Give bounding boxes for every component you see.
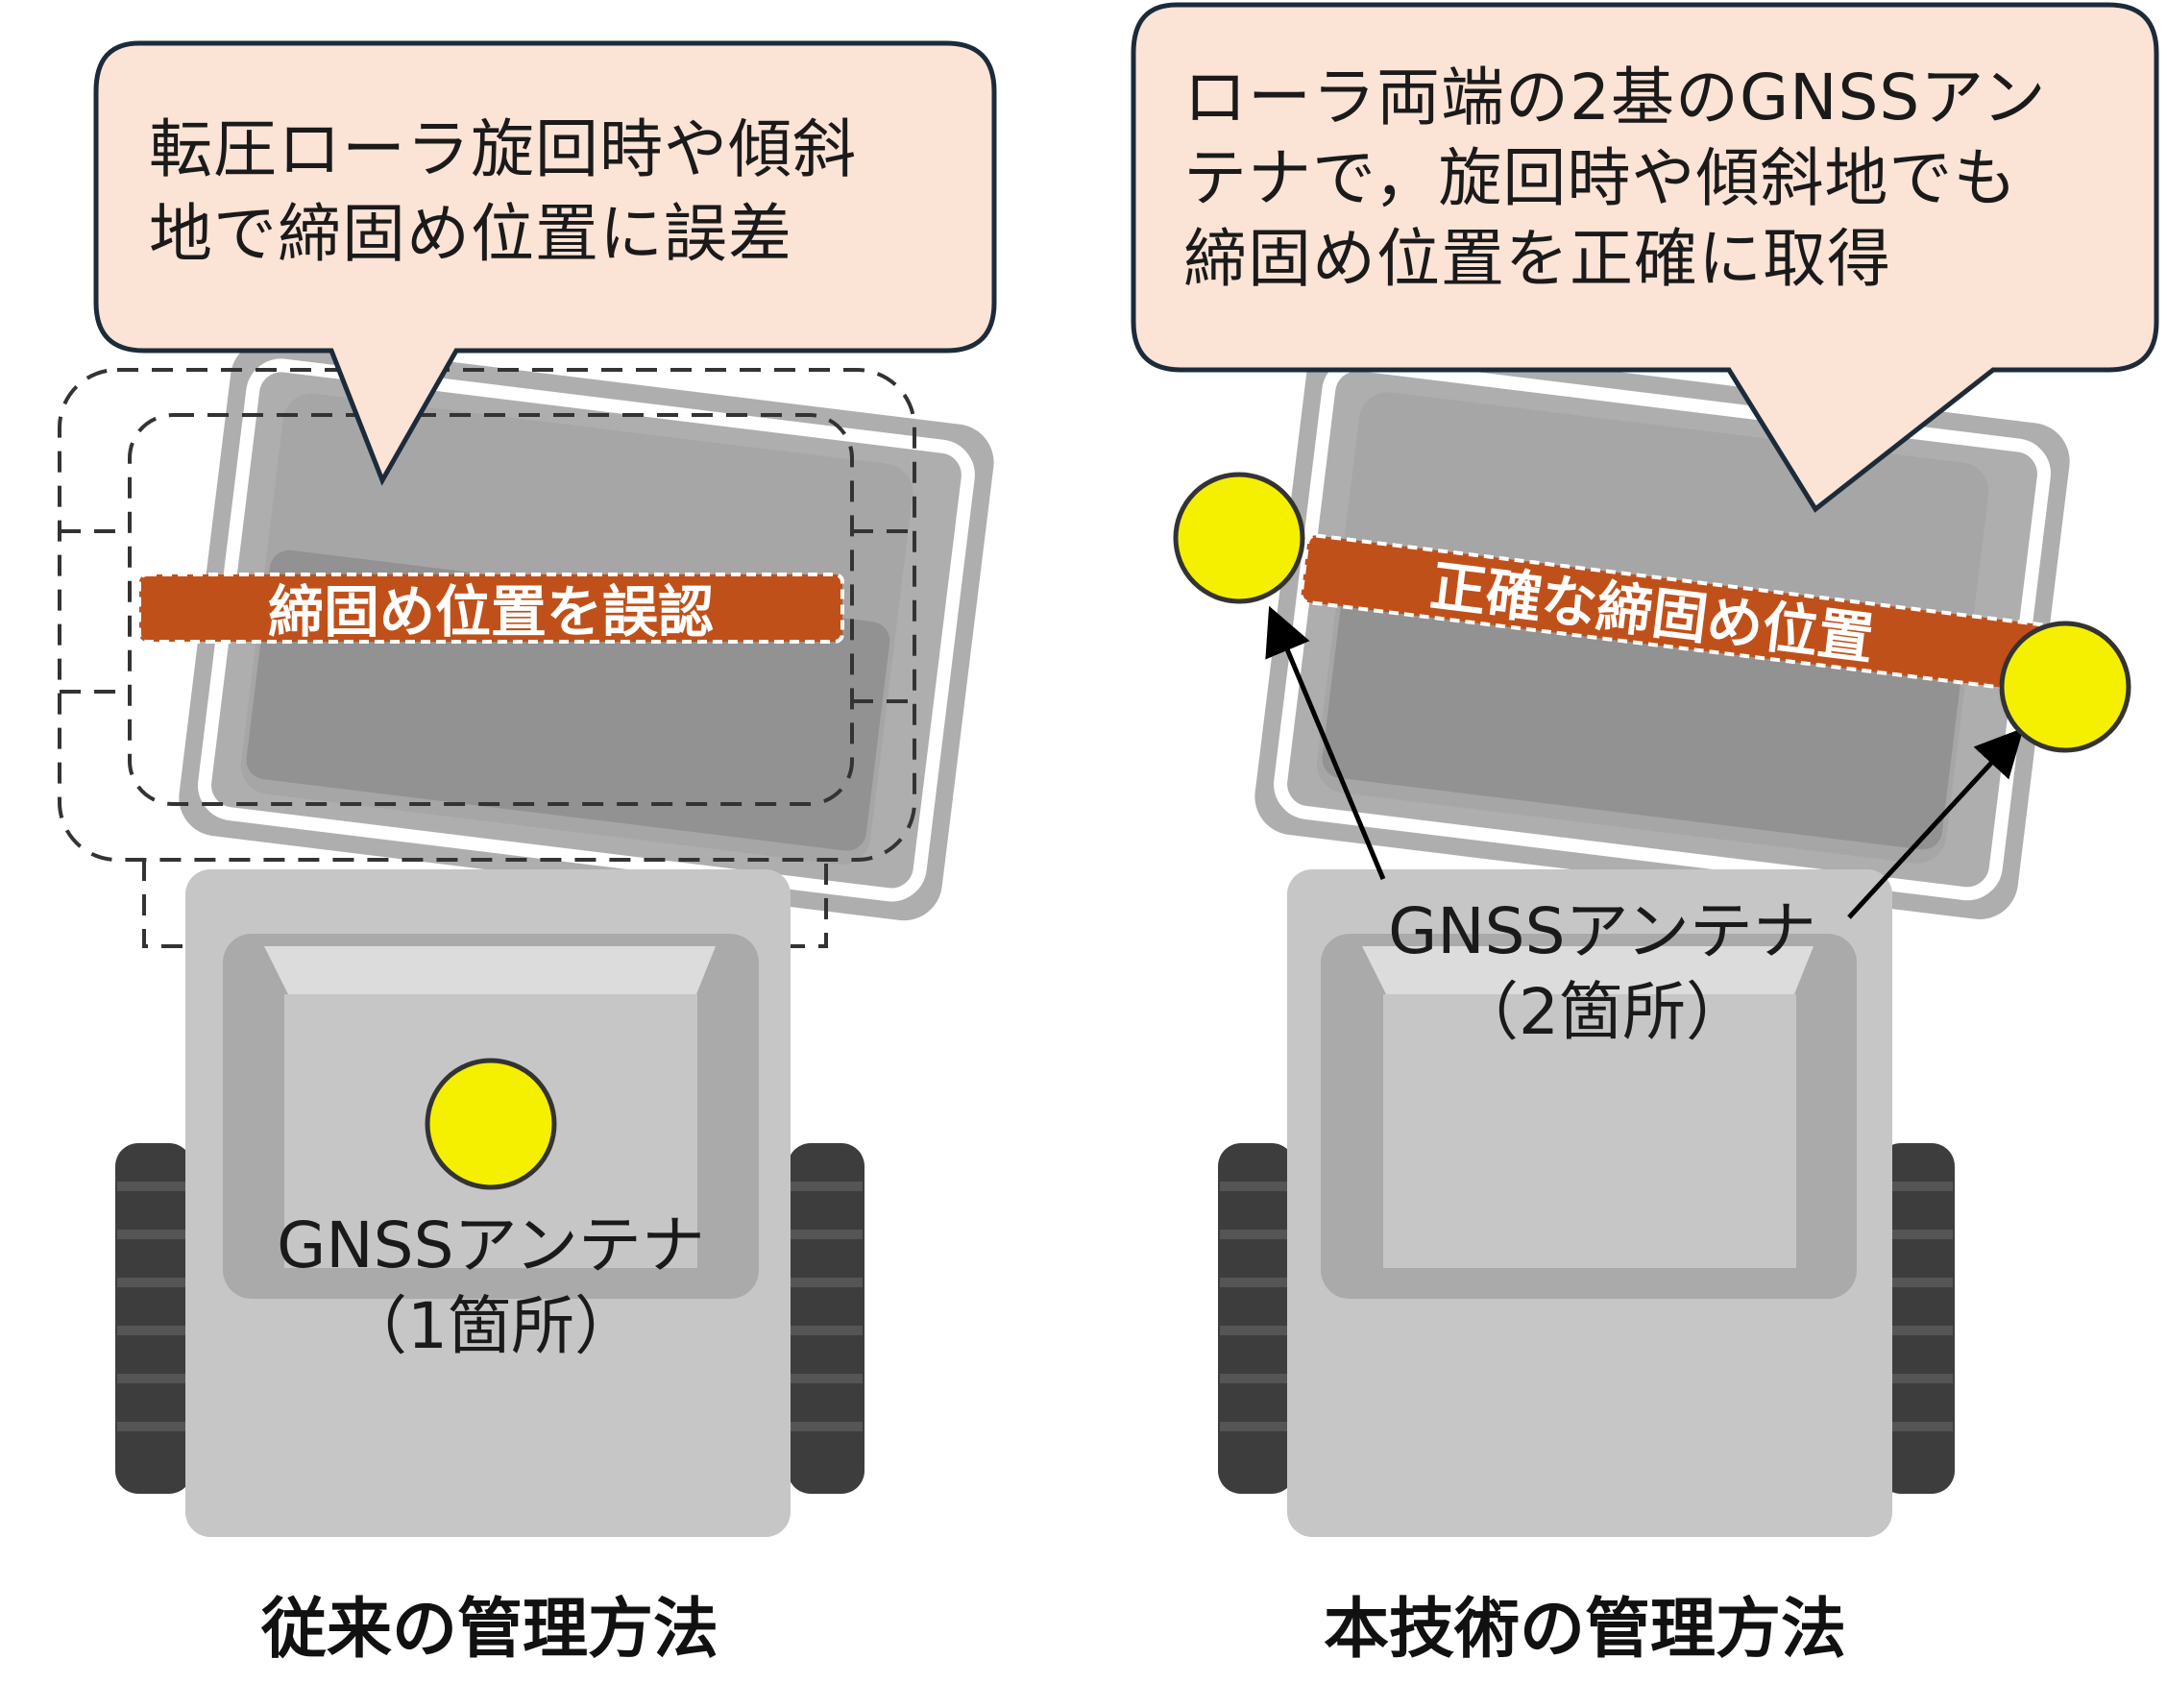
left-callout-bubble	[93, 40, 997, 486]
right-callout-bubble	[1131, 2, 2159, 513]
right-arrow-right	[1847, 727, 2024, 919]
right-callout-line2: テナで，旋回時や傾斜地でも	[1183, 141, 2018, 215]
right-antenna-label: GNSSアンテナ （2箇所）	[1314, 891, 1890, 1053]
left-caption: 従来の管理方法	[260, 1592, 718, 1668]
left-dashed-outline-outer	[58, 368, 916, 862]
left-band-label: 締固め位置を誤認	[268, 579, 714, 645]
right-antenna-marker-left	[1173, 472, 1305, 604]
left-antenna-label-line1: GNSSアンテナ	[277, 1208, 705, 1282]
right-antenna-label-line1: GNSSアンテナ	[1388, 894, 1816, 968]
left-callout-line2: 地で締固め位置に誤差	[149, 197, 792, 271]
right-arrow-left	[1265, 605, 1386, 880]
right-callout-text: ローラ両端の2基のGNSSアン テナで，旋回時や傾斜地でも 締固め位置を正確に取…	[1183, 58, 2134, 300]
left-tire-right	[788, 1143, 864, 1494]
left-antenna-label-line2: （1箇所）	[344, 1289, 638, 1363]
right-antenna-marker-right	[1999, 621, 2131, 753]
left-antenna-label: GNSSアンテナ （1箇所）	[203, 1206, 779, 1367]
left-tire-left	[115, 1143, 192, 1494]
right-tire-left	[1218, 1143, 1295, 1494]
left-callout-line1: 転圧ローラ旋回時や傾斜	[149, 112, 857, 186]
left-dashed-outline-inner	[128, 413, 854, 806]
right-callout-line3: 締固め位置を正確に取得	[1183, 222, 1891, 296]
right-antenna-label-line2: （2箇所）	[1455, 975, 1749, 1049]
right-caption: 本技術の管理方法	[1323, 1592, 1846, 1668]
right-callout-line1: ローラ両端の2基のGNSSアン	[1183, 61, 2047, 134]
left-callout-text: 転圧ローラ旋回時や傾斜 地で締固め位置に誤差	[149, 108, 975, 277]
left-band	[137, 573, 844, 644]
left-antenna-marker	[425, 1058, 557, 1190]
